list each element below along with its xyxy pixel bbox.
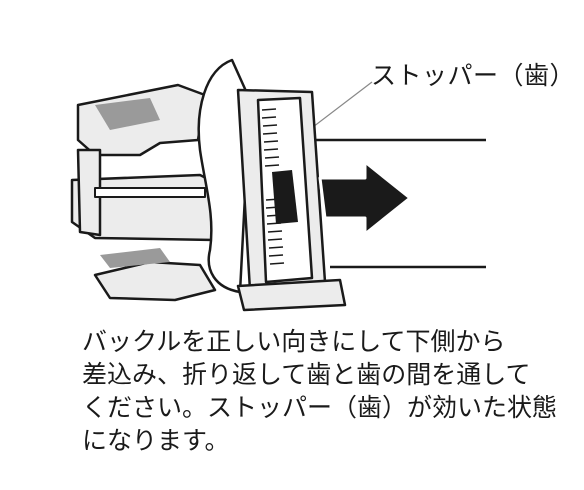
folded-strap [197,58,252,294]
stopper-callout-label: ストッパー（歯） [371,61,576,90]
caption-line: 差込み、折り返して歯と歯の間を通して [82,360,531,389]
caption-line: バックルを正しい向きにして下側から [82,327,506,356]
caption-line: ください。ストッパー（歯）が効いた状態 [82,393,558,422]
strap-through-stopper [272,170,298,224]
buckle-diagram [70,58,486,312]
instruction-caption: バックルを正しい向きにして下側から 差込み、折り返して歯と歯の間を通して くださ… [82,325,562,457]
caption-line: になります。 [82,426,230,455]
buckle-shadow [95,98,160,130]
pull-direction-arrow [318,160,412,236]
buckle-slot [94,187,206,198]
